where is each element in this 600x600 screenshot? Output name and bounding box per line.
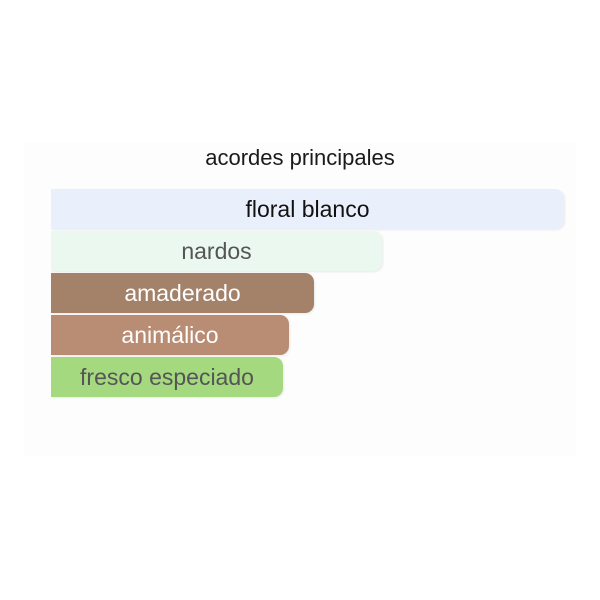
bar-floral-blanco: floral blanco [51, 189, 564, 229]
bar-animálico: animálico [51, 315, 289, 355]
bar-label: fresco especiado [80, 363, 254, 390]
bar-label: animálico [121, 321, 219, 348]
bar-fresco-especiado: fresco especiado [51, 357, 283, 397]
bar-amaderado: amaderado [51, 273, 314, 313]
bar-nardos: nardos [51, 231, 382, 271]
bar-label: nardos [181, 237, 252, 264]
chart-title: acordes principales [205, 145, 395, 170]
bar-label: amaderado [124, 279, 241, 306]
bar-label: floral blanco [245, 195, 370, 222]
